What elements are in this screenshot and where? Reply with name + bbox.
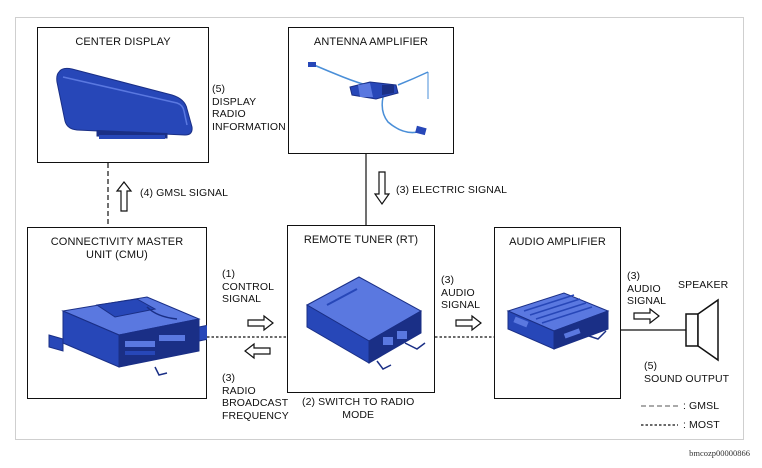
cmu-title: CONNECTIVITY MASTER UNIT (CMU): [28, 236, 206, 262]
audio-signal-amp-arrow: [633, 307, 660, 325]
radio-broadcast-line2: BROADCAST: [222, 397, 289, 409]
legend-gmsl-label: : GMSL: [683, 400, 720, 412]
speaker-label: SPEAKER: [678, 279, 729, 291]
control-signal-line2: SIGNAL: [222, 293, 262, 305]
remote-tuner-box: REMOTE TUNER (RT): [287, 225, 435, 393]
sound-output-num: (5): [644, 360, 658, 372]
center-display-title: CENTER DISPLAY: [75, 36, 171, 48]
radio-broadcast-line1: RADIO: [222, 384, 256, 397]
legend-most-label: : MOST: [683, 419, 720, 431]
audio-signal-amp-line2: SIGNAL: [627, 295, 667, 307]
display-radio-info-line3: INFORMATION: [212, 120, 286, 133]
audio-signal-amp-label: (3) AUDIO SIGNAL: [627, 270, 666, 308]
electric-down-arrow: [373, 171, 391, 206]
control-signal-line1: CONTROL: [222, 280, 275, 293]
audio-amplifier-box: AUDIO AMPLIFIER: [494, 227, 621, 399]
display-radio-info-line2: RADIO: [212, 108, 246, 120]
switch-to-radio-label: (2) SWITCH TO RADIO MODE: [302, 396, 414, 421]
gmsl-up-arrow: [115, 181, 133, 212]
radio-broadcast-line3: FREQUENCY: [222, 409, 289, 422]
antenna-amplifier-title: ANTENNA AMPLIFIER: [313, 36, 429, 48]
switch-to-radio-line2: MODE: [342, 408, 375, 421]
sound-output-label: (5) SOUND OUTPUT: [644, 360, 729, 385]
radio-broadcast-label: (3) RADIO BROADCAST FREQUENCY: [222, 372, 289, 422]
radio-broadcast-num: (3): [222, 372, 236, 384]
speaker-icon: [685, 298, 719, 362]
audio-signal-rt-label: (3) AUDIO SIGNAL: [441, 274, 480, 312]
cmu-illustration: [48, 295, 207, 376]
radio-broadcast-left-arrow: [244, 342, 271, 360]
control-signal-num: (1): [222, 268, 236, 280]
cmu-box: CONNECTIVITY MASTER UNIT (CMU): [27, 227, 207, 399]
diagram-frame: [15, 17, 744, 440]
audio-signal-amp-num: (3): [627, 270, 641, 282]
audio-signal-rt-arrow: [455, 314, 482, 332]
electric-signal-label: (3) ELECTRIC SIGNAL: [396, 184, 508, 196]
antenna-amplifier-box: ANTENNA AMPLIFIER: [288, 27, 454, 154]
cmu-title-line2: UNIT (CMU): [86, 249, 148, 261]
audio-signal-rt-num: (3): [441, 274, 455, 286]
remote-tuner-illustration: [305, 275, 425, 370]
display-radio-info-num: (5): [212, 83, 226, 95]
remote-tuner-title: REMOTE TUNER (RT): [303, 234, 419, 246]
image-code: bmcozp00000866: [689, 448, 750, 458]
audio-amplifier-illustration: [506, 291, 609, 350]
sound-output-line1: SOUND OUTPUT: [644, 372, 730, 385]
control-signal-label: (1) CONTROL SIGNAL: [222, 268, 274, 306]
audio-signal-amp-line1: AUDIO: [627, 282, 661, 295]
audio-amplifier-title: AUDIO AMPLIFIER: [509, 236, 606, 248]
switch-to-radio-line1: (2) SWITCH TO RADIO: [302, 396, 415, 408]
audio-signal-rt-line2: SIGNAL: [441, 299, 481, 311]
antenna-amplifier-illustration: [307, 61, 428, 135]
display-radio-info-line1: DISPLAY: [212, 95, 257, 108]
control-signal-right-arrow: [247, 314, 274, 332]
center-display-illustration: [55, 67, 193, 139]
gmsl-signal-label: (4) GMSL SIGNAL: [140, 187, 229, 199]
cmu-title-line1: CONNECTIVITY MASTER: [50, 236, 184, 248]
display-radio-info-label: (5) DISPLAY RADIO INFORMATION: [212, 83, 286, 133]
audio-signal-rt-line1: AUDIO: [441, 286, 475, 299]
center-display-box: CENTER DISPLAY: [37, 27, 209, 163]
